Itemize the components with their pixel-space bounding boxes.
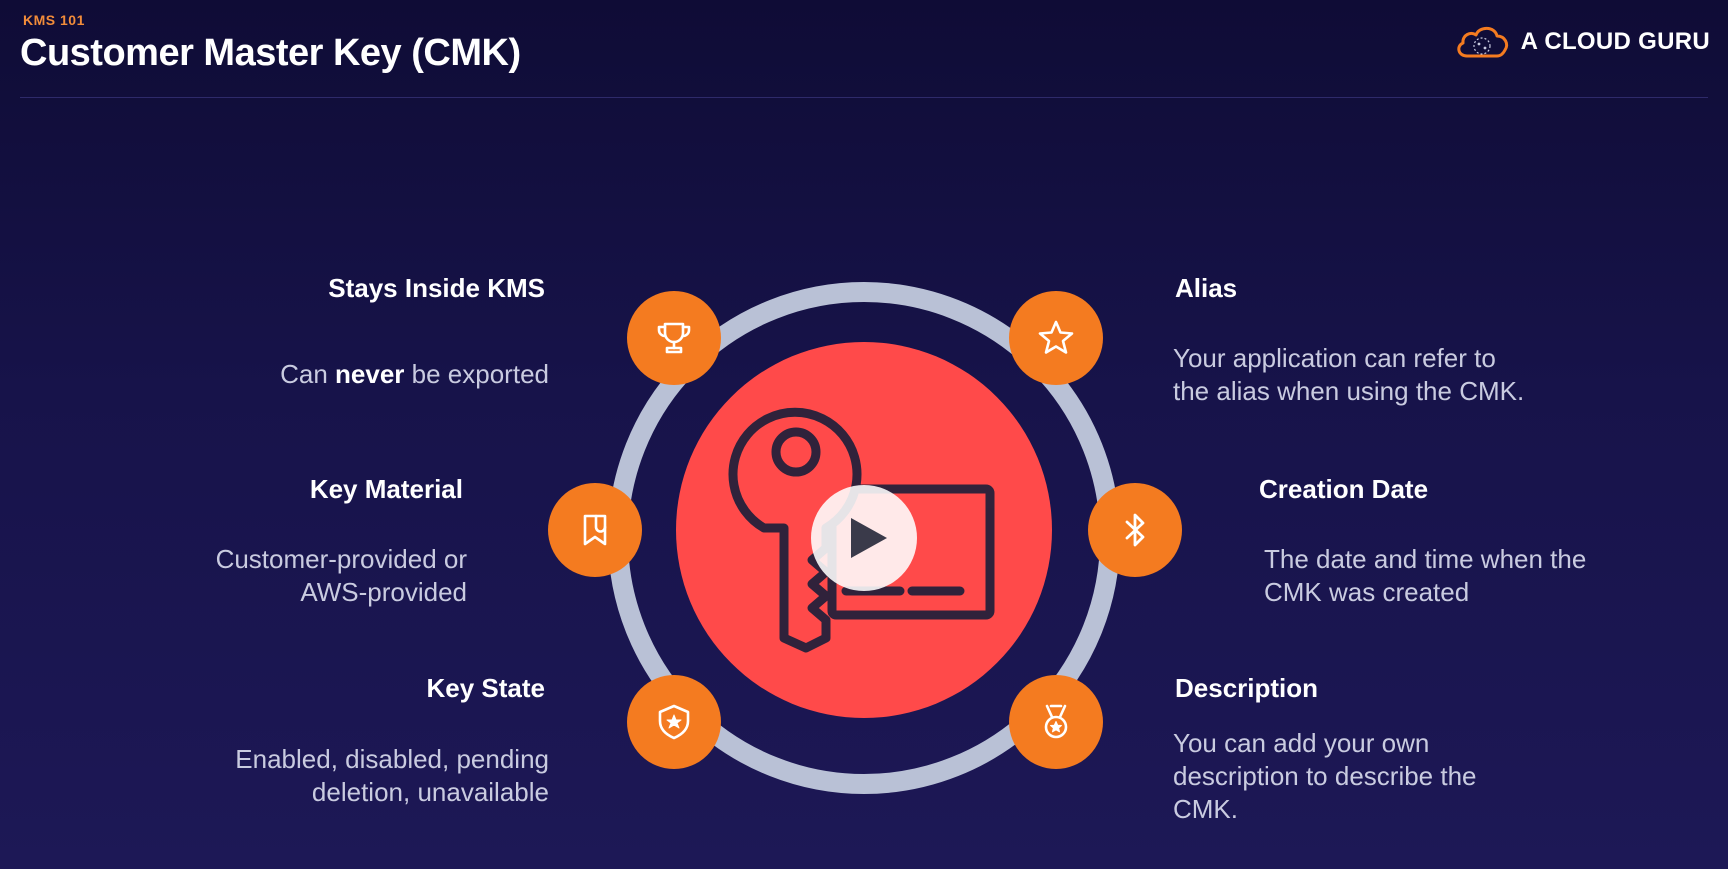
cloud-logo-icon [1456,26,1508,58]
desc-line: The date and time when the [1264,544,1587,574]
desc-line: Enabled, disabled, pending [235,744,549,774]
medal-icon [1044,704,1068,739]
feature-desc-stays-inside: Can never be exported [280,358,549,391]
desc-line: Your application can refer to [1173,343,1496,373]
desc-prefix: Can [280,359,336,389]
play-button[interactable] [811,485,917,591]
desc-line: You can add your own [1173,728,1430,758]
desc-bold: never [335,359,405,389]
bluetooth-badge [1088,483,1182,577]
shield-star-icon [658,704,690,740]
course-tag: KMS 101 [23,12,85,28]
star-badge [1009,291,1103,385]
slide-title: Customer Master Key (CMK) [20,32,521,74]
header-divider [20,97,1708,98]
desc-line: the alias when using the CMK. [1173,376,1525,406]
feature-title-key-material: Key Material [309,474,463,504]
play-icon [851,518,887,558]
desc-line: deletion, unavailable [311,777,549,807]
feature-title-stays-inside: Stays Inside KMS [328,273,545,303]
bookmark-badge [548,483,642,577]
brand: A CLOUD GURU [1453,22,1710,62]
feature-title-description: Description [1175,673,1319,703]
desc-line: Customer-provided or [215,544,467,574]
star-icon [1038,320,1074,354]
desc-line: AWS-provided [300,577,467,607]
medal-badge [1009,675,1103,769]
feature-title-alias: Alias [1175,273,1238,303]
shield-badge [627,675,721,769]
desc-suffix: be exported [404,359,549,389]
bookmark-icon [583,514,607,546]
trophy-badge [627,291,721,385]
bluetooth-icon [1125,513,1145,547]
feature-title-key-state: Key State [426,673,546,703]
brand-name: A CLOUD GURU [1520,28,1710,55]
desc-line: CMK. [1173,794,1238,824]
feature-title-creation-date: Creation Date [1259,474,1429,504]
desc-line: CMK was created [1264,577,1470,607]
desc-line: description to describe the [1173,761,1477,791]
trophy-icon [657,322,691,354]
